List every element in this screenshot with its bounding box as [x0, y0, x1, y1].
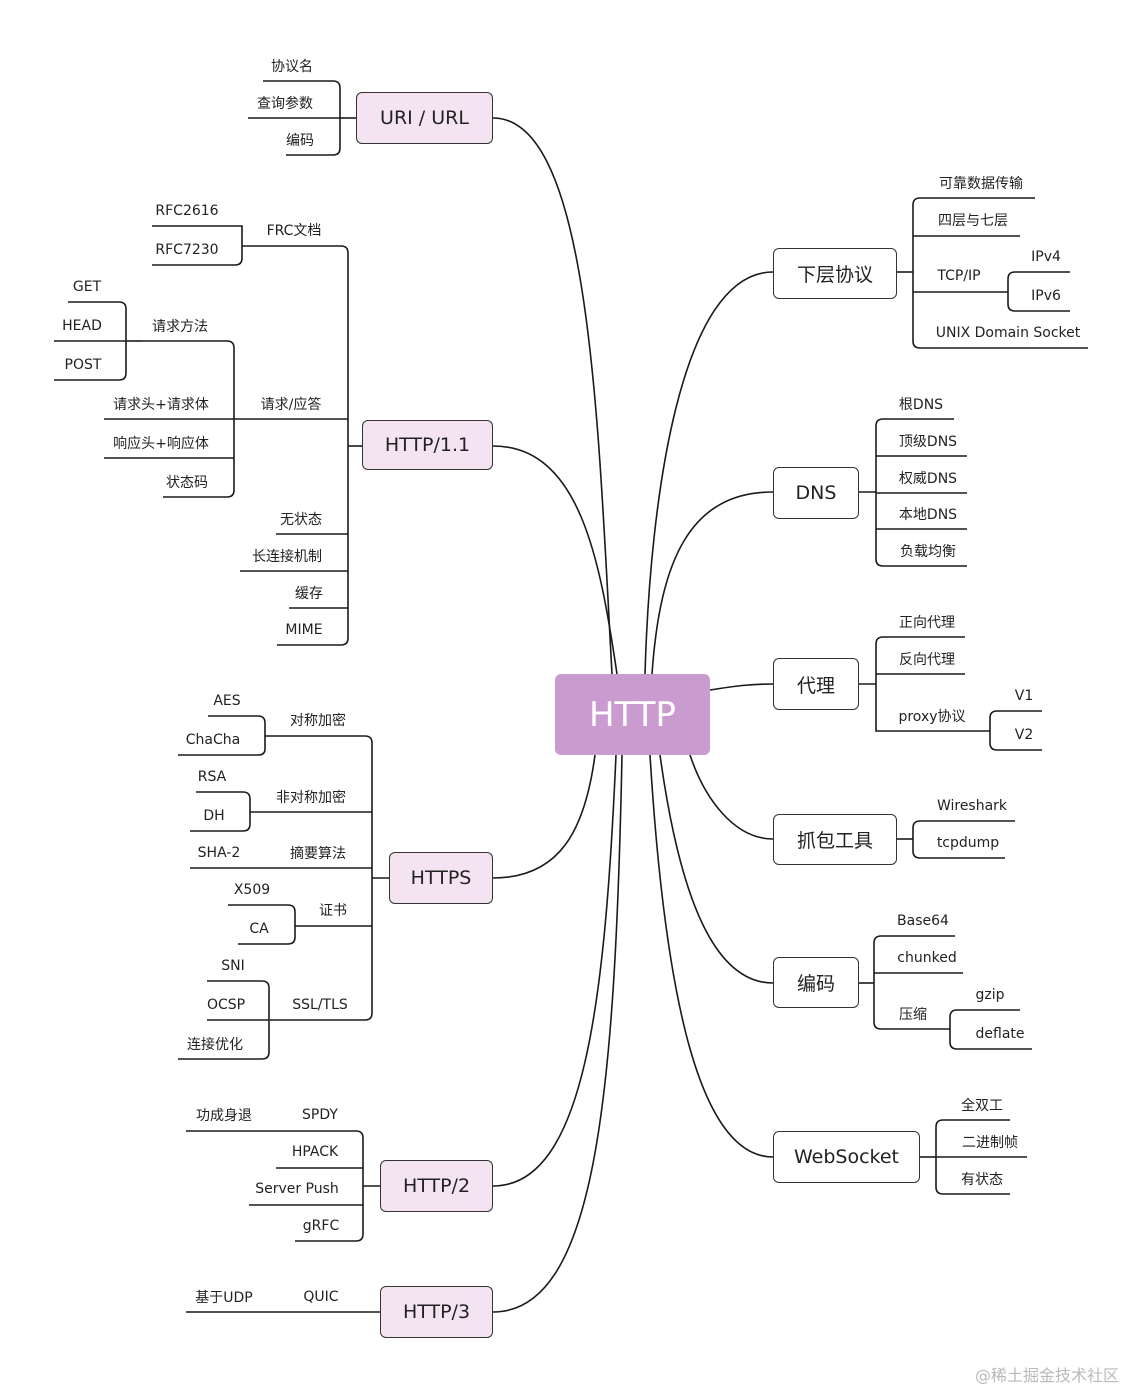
- leaf-chacha[interactable]: ChaCha: [185, 732, 241, 748]
- leaf-response-header-body[interactable]: 响应头+响应体: [113, 436, 209, 452]
- node-proxy[interactable]: 代理: [773, 658, 859, 710]
- leaf-keep-alive[interactable]: 长连接机制: [252, 549, 322, 565]
- node-dns[interactable]: DNS: [773, 467, 859, 519]
- leaf-rsa[interactable]: RSA: [197, 769, 227, 785]
- leaf-tcpdump[interactable]: tcpdump: [936, 835, 1000, 851]
- leaf-reliable-transfer[interactable]: 可靠数据传输: [939, 176, 1023, 192]
- branch-request-method[interactable]: 请求方法: [152, 319, 208, 335]
- node-http-3[interactable]: HTTP/3: [380, 1286, 493, 1338]
- leaf-forward-proxy[interactable]: 正向代理: [899, 615, 955, 631]
- leaf-server-push[interactable]: Server Push: [255, 1181, 339, 1197]
- leaf-rfc2616[interactable]: RFC2616: [155, 203, 219, 219]
- node-http-2[interactable]: HTTP/2: [380, 1160, 493, 1212]
- leaf-wireshark[interactable]: Wireshark: [936, 798, 1008, 814]
- leaf-stateless[interactable]: 无状态: [280, 512, 322, 528]
- leaf-binary-frame[interactable]: 二进制帧: [962, 1135, 1018, 1151]
- leaf-unix-domain-socket[interactable]: UNIX Domain Socket: [935, 325, 1081, 341]
- leaf-load-balancing[interactable]: 负载均衡: [900, 544, 956, 560]
- branch-spdy[interactable]: SPDY: [302, 1107, 338, 1123]
- leaf-deflate[interactable]: deflate: [975, 1026, 1025, 1042]
- leaf-retired[interactable]: 功成身退: [196, 1108, 252, 1124]
- leaf-get[interactable]: GET: [72, 279, 102, 295]
- leaf-hpack[interactable]: HPACK: [291, 1144, 339, 1160]
- leaf-connection-optimization[interactable]: 连接优化: [187, 1037, 243, 1053]
- leaf-stateful[interactable]: 有状态: [961, 1172, 1003, 1188]
- leaf-tld-dns[interactable]: 顶级DNS: [898, 434, 958, 450]
- leaf-sni[interactable]: SNI: [221, 958, 245, 974]
- leaf-base64[interactable]: Base64: [897, 913, 949, 929]
- leaf-full-duplex[interactable]: 全双工: [961, 1098, 1003, 1114]
- branch-proxy-protocol[interactable]: proxy协议: [898, 709, 966, 725]
- leaf-cache[interactable]: 缓存: [295, 586, 323, 602]
- leaf-layer4-layer7[interactable]: 四层与七层: [938, 213, 1008, 229]
- branch-ssl-tls[interactable]: SSL/TLS: [292, 997, 348, 1013]
- leaf-ca[interactable]: CA: [249, 921, 269, 937]
- watermark: @稀土掘金技术社区: [975, 1366, 1120, 1385]
- branch-asymmetric-encryption[interactable]: 非对称加密: [276, 790, 346, 806]
- leaf-protocol-name[interactable]: 协议名: [271, 59, 313, 75]
- leaf-grfc[interactable]: gRFC: [302, 1218, 340, 1234]
- node-websocket[interactable]: WebSocket: [773, 1131, 920, 1183]
- branch-compression[interactable]: 压缩: [899, 1007, 927, 1023]
- leaf-chunked[interactable]: chunked: [897, 950, 957, 966]
- leaf-encoding[interactable]: 编码: [286, 133, 314, 149]
- node-http-1-1[interactable]: HTTP/1.1: [362, 420, 493, 470]
- leaf-rfc7230[interactable]: RFC7230: [155, 242, 219, 258]
- branch-certificate[interactable]: 证书: [319, 903, 347, 919]
- leaf-v2[interactable]: V2: [1014, 727, 1034, 743]
- leaf-dh[interactable]: DH: [203, 808, 225, 824]
- node-encoding[interactable]: 编码: [773, 957, 859, 1008]
- leaf-aes[interactable]: AES: [213, 693, 241, 709]
- leaf-post[interactable]: POST: [64, 357, 102, 373]
- leaf-ocsp[interactable]: OCSP: [206, 997, 246, 1013]
- leaf-gzip[interactable]: gzip: [975, 987, 1005, 1003]
- branch-quic[interactable]: QUIC: [303, 1289, 339, 1305]
- branch-frc-docs[interactable]: FRC文档: [266, 223, 322, 239]
- leaf-query-params[interactable]: 查询参数: [257, 96, 313, 112]
- center-node-http[interactable]: HTTP: [555, 674, 710, 755]
- leaf-udp-based[interactable]: 基于UDP: [195, 1290, 253, 1306]
- branch-request-response[interactable]: 请求/应答: [260, 397, 322, 413]
- leaf-root-dns[interactable]: 根DNS: [898, 397, 944, 413]
- branch-digest-algorithm[interactable]: 摘要算法: [290, 846, 346, 862]
- branch-symmetric-encryption[interactable]: 对称加密: [290, 713, 346, 729]
- leaf-authoritative-dns[interactable]: 权威DNS: [898, 471, 958, 487]
- leaf-ipv6[interactable]: IPv6: [1031, 288, 1061, 304]
- branch-tcp-ip[interactable]: TCP/IP: [937, 268, 981, 284]
- leaf-status-code[interactable]: 状态码: [166, 475, 208, 491]
- node-uri-url[interactable]: URI / URL: [356, 92, 493, 144]
- leaf-local-dns[interactable]: 本地DNS: [898, 507, 958, 523]
- node-capture-tools[interactable]: 抓包工具: [773, 814, 897, 865]
- node-lower-protocol[interactable]: 下层协议: [773, 248, 897, 299]
- leaf-sha-2[interactable]: SHA-2: [197, 845, 241, 861]
- leaf-v1[interactable]: V1: [1014, 688, 1034, 704]
- leaf-x509[interactable]: X509: [233, 882, 271, 898]
- node-https[interactable]: HTTPS: [389, 852, 493, 904]
- leaf-head[interactable]: HEAD: [62, 318, 102, 334]
- leaf-reverse-proxy[interactable]: 反向代理: [899, 652, 955, 668]
- leaf-mime[interactable]: MIME: [285, 622, 323, 638]
- leaf-ipv4[interactable]: IPv4: [1031, 249, 1061, 265]
- leaf-request-header-body[interactable]: 请求头+请求体: [113, 397, 209, 413]
